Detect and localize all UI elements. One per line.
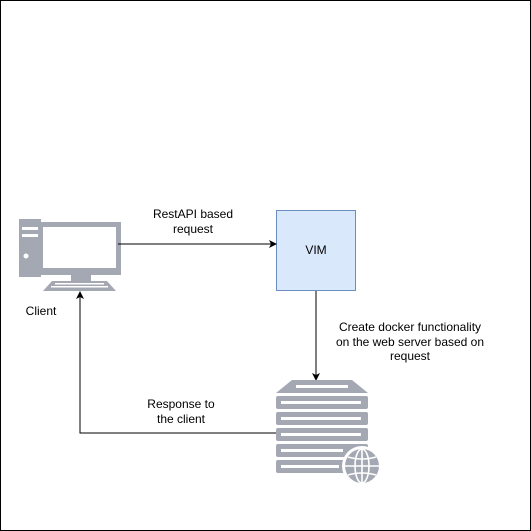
vim-box <box>276 210 356 291</box>
desktop-computer-icon[interactable] <box>19 219 121 291</box>
computer-tower <box>19 219 41 277</box>
server-unit <box>276 460 346 473</box>
tower-drive-slot <box>22 227 38 230</box>
edge-label-response-line2: the client <box>157 412 206 426</box>
monitor-screen <box>43 227 116 268</box>
client-label: Client <box>26 304 57 318</box>
tower-drive-slot <box>22 234 38 237</box>
server-unit <box>276 412 368 425</box>
server-unit <box>276 444 368 457</box>
globe-icon <box>342 446 382 486</box>
server-unit <box>276 428 368 441</box>
edge-label-docker-line2: on the web server based on <box>336 335 484 349</box>
web-server-icon[interactable] <box>276 380 382 486</box>
edge-label-restapi-line1: RestAPI based <box>153 207 233 221</box>
edge-label-restapi-line2: request <box>173 222 214 236</box>
monitor-stand <box>71 275 91 281</box>
tower-power-button <box>23 253 29 259</box>
edge-server-to-client[interactable] <box>76 291 276 434</box>
server-unit <box>276 396 368 409</box>
edge-label-docker-line3: request <box>390 349 431 363</box>
vim-node[interactable]: VIM <box>276 210 356 291</box>
vim-label: VIM <box>305 243 326 257</box>
edge-label-response-line1: Response to <box>147 397 215 411</box>
edge-label-docker-line1: Create docker functionality <box>339 320 481 334</box>
